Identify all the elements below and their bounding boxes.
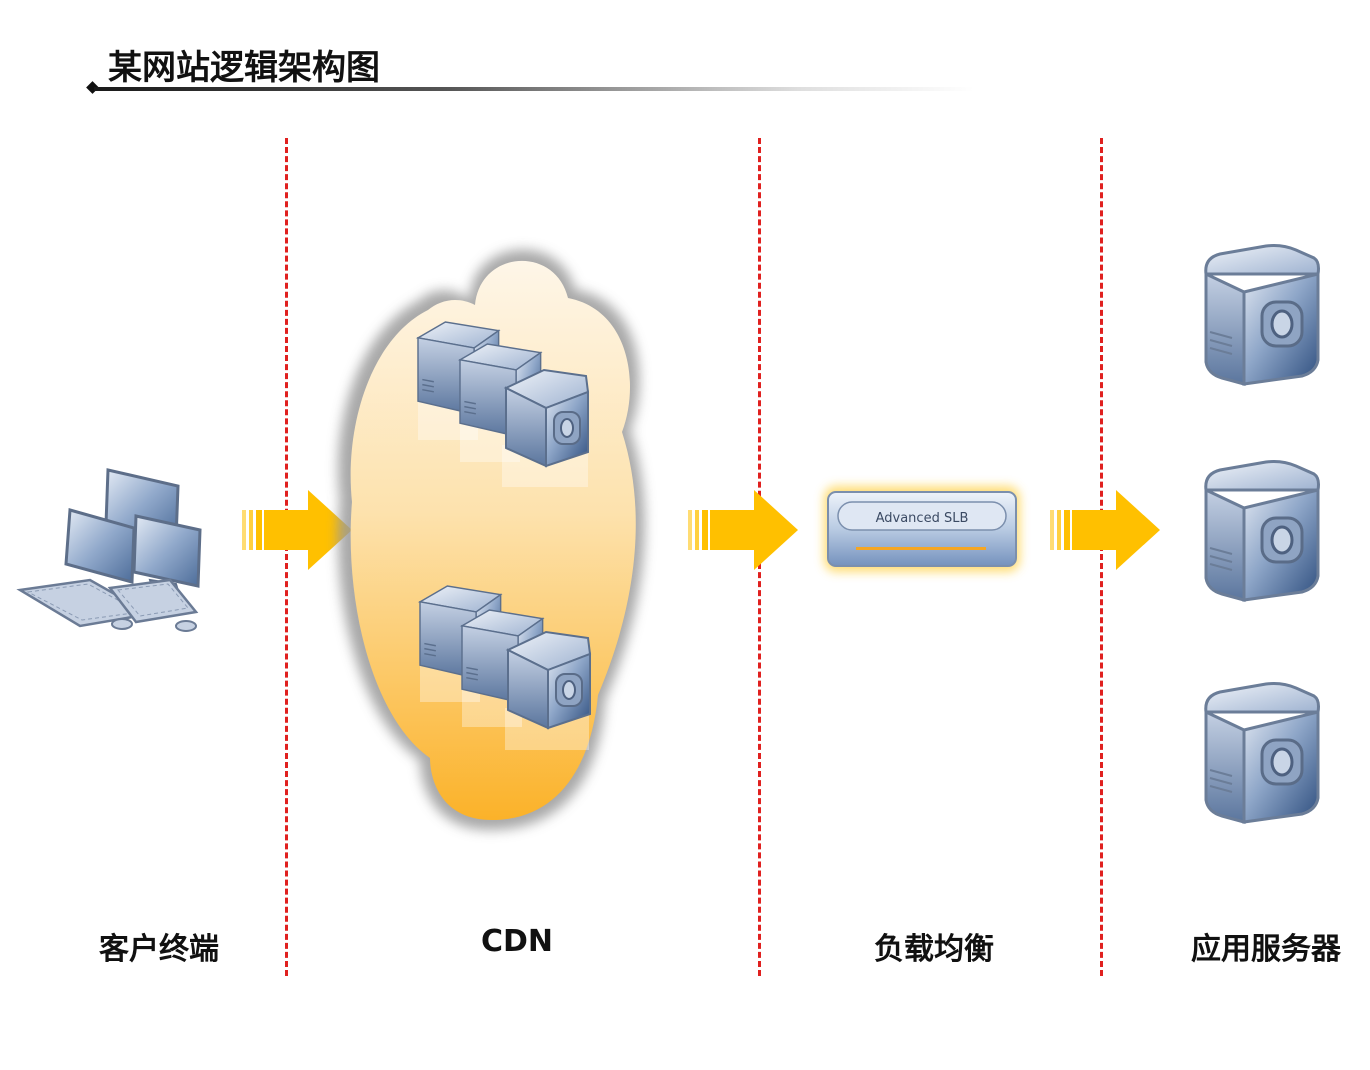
column-divider-3	[1100, 138, 1103, 976]
title-block: 某网站逻辑架构图	[86, 36, 978, 96]
app-server-icon-2	[1204, 460, 1320, 602]
column-label-load-balancer: 负载均衡	[874, 932, 994, 967]
arrow-right-icon-1	[242, 490, 352, 570]
column-label-app-server: 应用服务器	[1191, 932, 1341, 967]
slb-device-icon: Advanced SLB	[824, 486, 1020, 572]
app-server-icon-1	[1204, 244, 1320, 386]
title-underline	[94, 87, 974, 91]
slb-device-label: Advanced SLB	[876, 511, 969, 526]
app-server-icon-3	[1204, 682, 1320, 824]
arrow-right-icon-2	[688, 490, 798, 570]
column-label-client: 客户终端	[99, 932, 219, 967]
client-computers-icon	[16, 468, 202, 632]
column-divider-1	[285, 138, 288, 976]
cdn-cloud-icon	[338, 249, 645, 830]
arrow-right-icon-3	[1050, 490, 1160, 570]
column-label-cdn: CDN	[480, 924, 554, 959]
page-title: 某网站逻辑架构图	[108, 48, 380, 88]
